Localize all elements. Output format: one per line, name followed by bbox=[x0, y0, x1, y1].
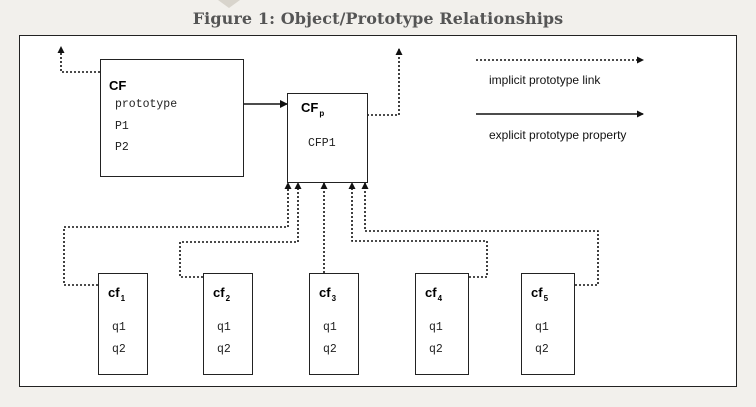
cf5-prop-q2: q2 bbox=[535, 343, 549, 356]
instance-box-cf1: cf1 q1 q2 bbox=[98, 273, 148, 375]
figure-title: Figure 1: Object/Prototype Relationships bbox=[192, 9, 564, 28]
cf2-prop-q2: q2 bbox=[217, 343, 231, 356]
cf1-prop-q2: q2 bbox=[112, 343, 126, 356]
top-notch-decoration bbox=[218, 0, 240, 8]
cfp-name: CFp bbox=[301, 100, 325, 118]
cf-name: CF bbox=[109, 78, 127, 93]
cf1-prop-q1: q1 bbox=[112, 321, 126, 334]
cf2-link bbox=[179, 182, 302, 278]
cf3-name: cf3 bbox=[319, 285, 337, 303]
cf4-link bbox=[348, 182, 488, 278]
cfp-prop-cfp1: CFP1 bbox=[308, 137, 336, 150]
cf3-prop-q1: q1 bbox=[323, 321, 337, 334]
legend-implicit-label: implicit prototype link bbox=[489, 73, 601, 87]
cfp-implicit-link bbox=[367, 48, 403, 116]
instance-box-cf2: cf2 q1 q2 bbox=[203, 273, 253, 375]
cf-box: CF prototype P1 P2 bbox=[100, 59, 244, 177]
cf-prop-prototype: prototype bbox=[115, 98, 178, 111]
cf2-name: cf2 bbox=[213, 285, 231, 303]
cf-prop-p1: P1 bbox=[115, 120, 129, 133]
cf2-prop-q1: q1 bbox=[217, 321, 231, 334]
cf5-name: cf5 bbox=[531, 285, 549, 303]
cf-implicit-link bbox=[57, 46, 100, 73]
cf1-name: cf1 bbox=[108, 285, 126, 303]
cf4-prop-q1: q1 bbox=[429, 321, 443, 334]
cf4-name: cf4 bbox=[425, 285, 443, 303]
cf1-link bbox=[63, 182, 292, 286]
cfp-box: CFp CFP1 bbox=[287, 93, 368, 183]
instance-box-cf3: cf3 q1 q2 bbox=[309, 273, 359, 375]
cf-prop-p2: P2 bbox=[115, 141, 129, 154]
cf4-prop-q2: q2 bbox=[429, 343, 443, 356]
cf5-prop-q1: q1 bbox=[535, 321, 549, 334]
legend-explicit-label: explicit prototype property bbox=[489, 128, 627, 142]
instance-box-cf5: cf5 q1 q2 bbox=[521, 273, 575, 375]
instance-box-cf4: cf4 q1 q2 bbox=[415, 273, 469, 375]
cf5-link bbox=[361, 182, 599, 286]
cf3-prop-q2: q2 bbox=[323, 343, 337, 356]
